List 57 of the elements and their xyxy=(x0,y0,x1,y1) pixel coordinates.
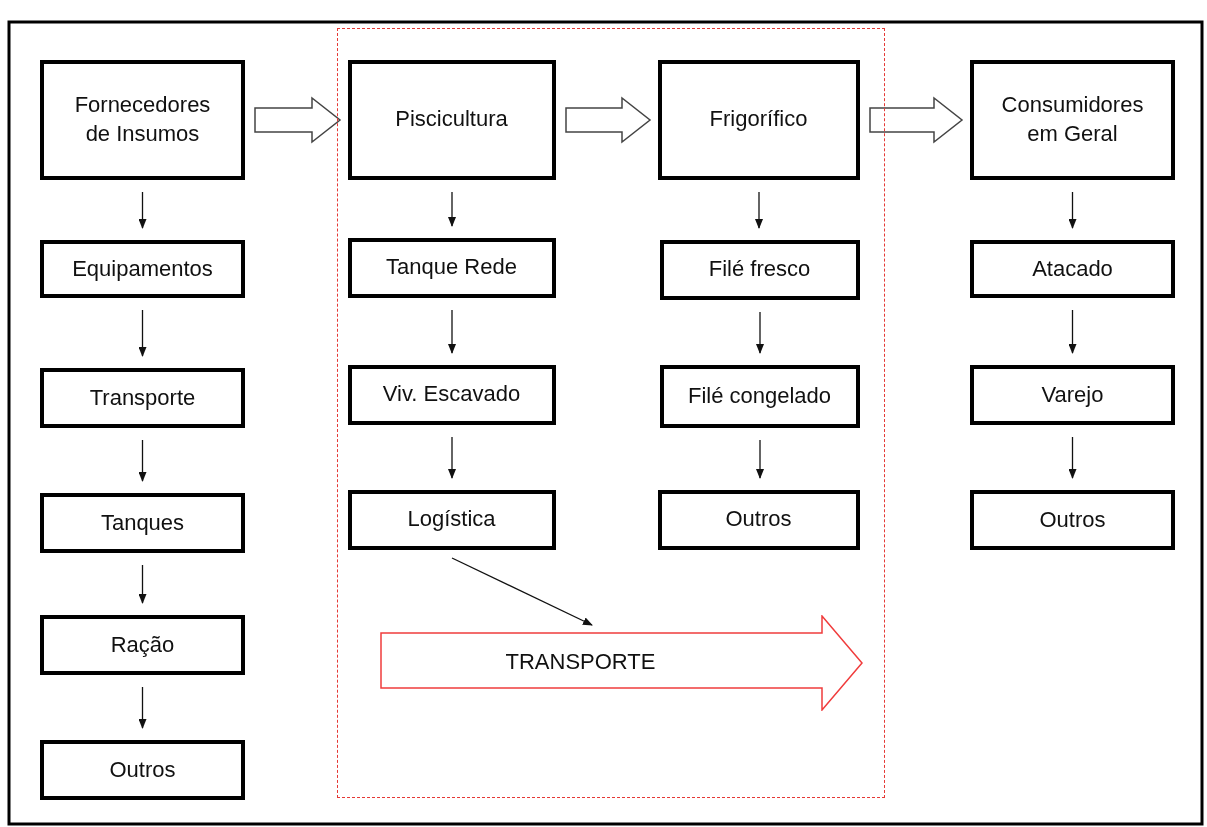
block-arrow xyxy=(254,96,342,144)
box-label: Atacado xyxy=(1031,254,1114,283)
box-label: Logística xyxy=(406,505,497,534)
box-label: Outros xyxy=(108,755,177,784)
process-box xyxy=(40,240,245,298)
arrow xyxy=(755,191,763,229)
arrow xyxy=(1068,309,1077,354)
box-label: Piscicultura xyxy=(394,105,509,134)
process-box xyxy=(347,489,556,550)
box-label: Outros xyxy=(1038,505,1107,534)
process-box xyxy=(347,59,556,180)
arrow xyxy=(138,191,147,229)
process-box xyxy=(347,237,556,298)
box-label: Tanques xyxy=(99,508,186,537)
arrow xyxy=(1068,191,1077,229)
box-label: Viv. Escavado xyxy=(381,380,522,409)
process-box xyxy=(657,489,860,550)
process-box xyxy=(970,365,1175,425)
process-box xyxy=(347,364,556,425)
arrow xyxy=(1068,436,1077,479)
process-box xyxy=(40,368,245,428)
box-label: Frigorífico xyxy=(708,105,809,134)
box-label: TRANSPORTE xyxy=(504,648,657,677)
dashed-region xyxy=(337,28,885,798)
process-box xyxy=(970,60,1175,180)
arrow xyxy=(756,439,764,479)
arrow xyxy=(451,557,593,626)
arrow xyxy=(138,439,147,482)
process-box xyxy=(40,60,245,180)
box-label: Tanque Rede xyxy=(385,253,518,282)
box-label: Outros xyxy=(724,505,793,534)
process-box xyxy=(40,615,245,675)
process-box xyxy=(659,239,860,300)
box-label: Varejo xyxy=(1040,380,1105,409)
arrow xyxy=(448,191,456,227)
block-arrow xyxy=(869,96,964,144)
process-box xyxy=(659,364,860,428)
box-label: Ração xyxy=(109,630,176,659)
process-box xyxy=(40,740,245,800)
arrow xyxy=(138,564,147,604)
arrow xyxy=(138,686,147,729)
block-arrow xyxy=(565,96,652,144)
box-label: Fornecedores de Insumos xyxy=(73,91,212,148)
arrow xyxy=(448,436,456,479)
block-arrow xyxy=(379,614,864,711)
box-label: Equipamentos xyxy=(71,254,214,283)
process-box xyxy=(657,59,860,180)
box-label: Filé fresco xyxy=(707,255,812,284)
arrow xyxy=(138,309,147,357)
box-label: Filé congelado xyxy=(686,381,833,410)
process-box xyxy=(40,493,245,553)
arrow xyxy=(756,311,764,354)
box-label: Consumidores em Geral xyxy=(1000,91,1145,148)
arrow xyxy=(448,309,456,354)
process-box xyxy=(970,240,1175,298)
box-label: Transporte xyxy=(88,383,197,412)
process-box xyxy=(970,490,1175,550)
